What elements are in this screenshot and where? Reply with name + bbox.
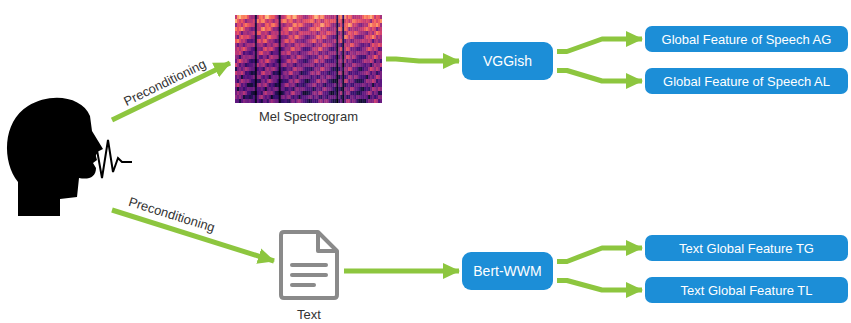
- step-label: Preconditioning: [121, 56, 208, 109]
- document-node: Text: [278, 229, 340, 301]
- feature-box: Text Global Feature TL: [645, 277, 848, 303]
- flow-arrow: [386, 59, 459, 61]
- node-caption: Mel Spectrogram: [259, 109, 358, 124]
- flow-arrow: [557, 281, 642, 291]
- flow-arrow: [557, 71, 642, 82]
- spectrogram-node: Mel Spectrogram: [235, 15, 382, 103]
- feature-box: Global Feature of Speech AG: [645, 26, 848, 52]
- node-caption: Text: [297, 307, 321, 322]
- model-box: Bert-WWM: [462, 252, 553, 290]
- box-label: Global Feature of Speech AL: [663, 74, 830, 89]
- model-box: VGGish: [462, 42, 553, 80]
- box-label: Text Global Feature TG: [679, 241, 814, 256]
- flow-arrow: [557, 39, 642, 52]
- flow-arrow: [557, 248, 642, 262]
- speaker-head-icon: [7, 98, 132, 216]
- feature-box: Text Global Feature TG: [645, 235, 848, 261]
- step-label: Preconditioning: [127, 193, 217, 234]
- mel-spectrogram-image: [235, 15, 382, 103]
- box-label: VGGish: [483, 53, 532, 69]
- document-icon: [278, 229, 340, 301]
- box-label: Text Global Feature TL: [681, 283, 813, 298]
- box-label: Global Feature of Speech AG: [662, 32, 832, 47]
- feature-box: Global Feature of Speech AL: [645, 68, 848, 94]
- flow-arrow: [344, 269, 459, 274]
- box-label: Bert-WWM: [473, 263, 541, 279]
